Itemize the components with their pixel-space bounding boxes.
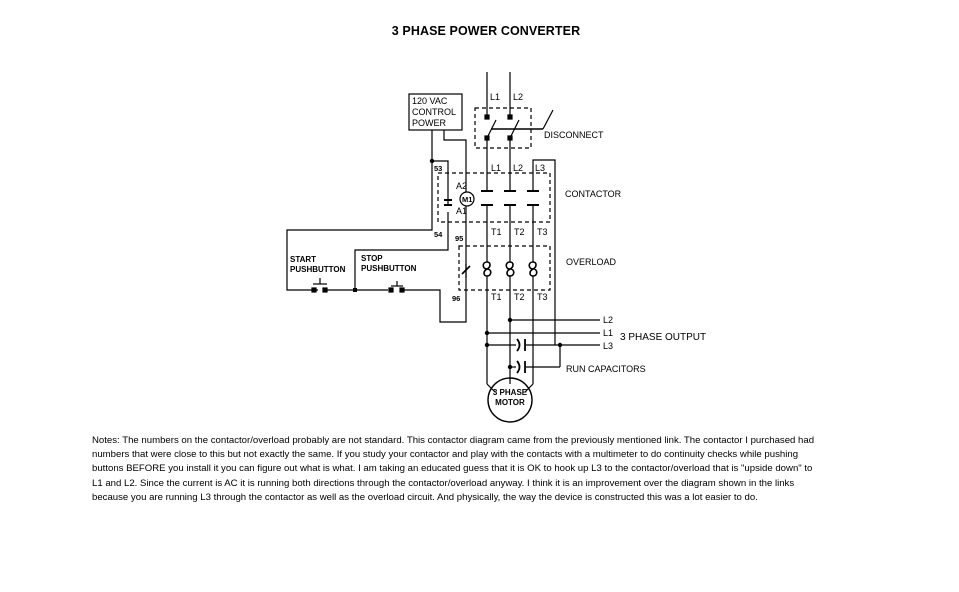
aux-contact-53-54 bbox=[444, 199, 452, 206]
contactor-load-label: T2 bbox=[514, 227, 525, 237]
overload-heaters bbox=[482, 261, 538, 277]
coil-label: M1 bbox=[462, 195, 472, 204]
contactor-load-label: T1 bbox=[491, 227, 502, 237]
contactor-label: CONTACTOR bbox=[565, 189, 622, 199]
junction-node bbox=[429, 158, 435, 164]
overload-load-label: T3 bbox=[537, 292, 548, 302]
overload-load-label: T1 bbox=[491, 292, 502, 302]
output-line-label: L3 bbox=[603, 341, 613, 351]
motor-label: MOTOR bbox=[495, 398, 525, 407]
coil-terminal-a1: A1 bbox=[456, 206, 467, 216]
overload-terminal-96: 96 bbox=[452, 294, 460, 303]
junction-node bbox=[353, 288, 357, 292]
notes-line: Notes: The numbers on the contactor/over… bbox=[92, 435, 815, 446]
motor-label: 3 PHASE bbox=[493, 388, 528, 397]
stop-pushbutton[interactable] bbox=[388, 281, 405, 293]
overload-nc-contact bbox=[461, 264, 471, 278]
contactor-line-label: L3 bbox=[535, 163, 545, 173]
run-capacitors-label: RUN CAPACITORS bbox=[566, 364, 646, 374]
control-power-label: 120 VAC bbox=[412, 96, 448, 106]
control-power-label: POWER bbox=[412, 118, 447, 128]
contactor-line-label: L2 bbox=[513, 163, 523, 173]
motor bbox=[487, 377, 533, 423]
output-line-label: L1 bbox=[603, 328, 613, 338]
output-junctions bbox=[484, 317, 563, 370]
control-power-box bbox=[408, 93, 463, 131]
output-label: 3 PHASE OUTPUT bbox=[620, 332, 706, 343]
supply-lines bbox=[486, 72, 511, 117]
stop-pushbutton-label: PUSHBUTTON bbox=[361, 264, 417, 273]
coil-terminal-a2: A2 bbox=[456, 181, 467, 191]
diagram-title: 3 PHASE POWER CONVERTER bbox=[391, 24, 581, 38]
notes-line: numbers that were close to this but not … bbox=[92, 449, 799, 461]
contactor-load-label: T3 bbox=[537, 227, 548, 237]
contactor-line-label: L1 bbox=[491, 163, 501, 173]
start-pushbutton-label: PUSHBUTTON bbox=[290, 265, 346, 274]
start-pushbutton[interactable] bbox=[311, 278, 328, 293]
control-power-label: CONTROL bbox=[412, 107, 456, 117]
overload-load-label: T2 bbox=[514, 292, 525, 302]
control-wiring bbox=[286, 130, 467, 323]
aux-terminal-54: 54 bbox=[434, 230, 443, 239]
supply-label-l1: L1 bbox=[490, 92, 500, 102]
contactor-contacts bbox=[481, 190, 539, 206]
disconnect-label: DISCONNECT bbox=[544, 130, 604, 140]
output-line-label: L2 bbox=[603, 315, 613, 325]
run-capacitor bbox=[516, 338, 526, 352]
overload-box bbox=[458, 245, 551, 291]
overload-label: OVERLOAD bbox=[566, 257, 617, 267]
start-pushbutton-label: START bbox=[290, 255, 316, 264]
notes-line: buttons BEFORE you install it you can fi… bbox=[92, 463, 813, 475]
stop-pushbutton-label: STOP bbox=[361, 254, 383, 263]
coil-m1 bbox=[459, 191, 475, 207]
disconnect-box bbox=[474, 107, 532, 149]
supply-label-l2: L2 bbox=[513, 92, 523, 102]
notes-line: L1 and L2. Since the current is AC it is… bbox=[92, 477, 795, 489]
notes-line: because you are running L3 through the c… bbox=[92, 491, 758, 503]
run-capacitor bbox=[516, 360, 526, 374]
disconnect-switch[interactable] bbox=[484, 109, 554, 141]
contactor-box bbox=[437, 172, 551, 223]
aux-terminal-53: 53 bbox=[434, 164, 442, 173]
overload-terminal-95: 95 bbox=[455, 234, 463, 243]
notes-paragraph: Notes: The numbers on the contactor/over… bbox=[92, 434, 932, 505]
